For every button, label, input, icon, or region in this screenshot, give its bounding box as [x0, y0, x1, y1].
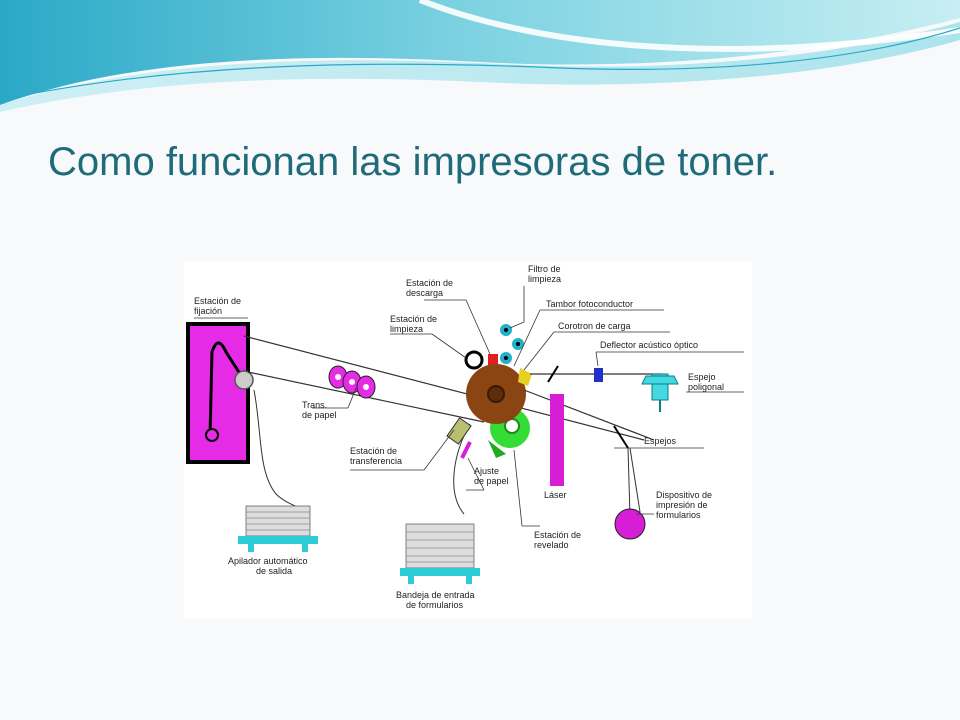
corotron — [518, 368, 532, 386]
slide-title: Como funcionan las impresoras de toner. — [48, 140, 778, 184]
wave-light — [0, 22, 960, 112]
label-deflector: Deflector acústico óptico — [600, 340, 698, 350]
laser-lens — [547, 365, 559, 383]
cleaning-filter — [500, 324, 524, 364]
output-stacker — [238, 505, 318, 552]
form-printing-device — [614, 508, 646, 540]
label-corotron: Corotron de carga — [558, 321, 631, 331]
paper-path — [243, 335, 645, 441]
wave-dark — [0, 0, 960, 105]
fusion-roller — [234, 370, 254, 390]
transfer-station — [446, 417, 472, 445]
label-trans-papel: Trans.de papel — [302, 400, 337, 420]
discharge-station — [488, 354, 498, 366]
mirror — [613, 425, 629, 449]
fusion-station — [186, 322, 250, 464]
fusion-pulley — [205, 428, 219, 442]
device-line-1 — [627, 447, 631, 517]
input-tray — [400, 523, 480, 584]
laser-beam — [523, 389, 655, 441]
fusion-belt — [208, 341, 246, 438]
device-line-2 — [629, 447, 641, 513]
wave-thin-line — [0, 27, 960, 101]
label-tambor: Tambor fotoconductor — [546, 299, 633, 309]
acousto-optic-deflector — [594, 368, 603, 382]
cleaning-station — [464, 350, 484, 370]
label-laser: Láser — [544, 490, 567, 500]
wave-white-line — [418, 0, 960, 52]
output-paper-path — [253, 389, 305, 511]
paper-adjust-bar — [460, 441, 472, 459]
polygonal-mirror — [641, 373, 679, 412]
laser-tube — [550, 394, 564, 486]
leader-lines — [194, 286, 744, 527]
label-espejos: Espejos — [644, 436, 677, 446]
